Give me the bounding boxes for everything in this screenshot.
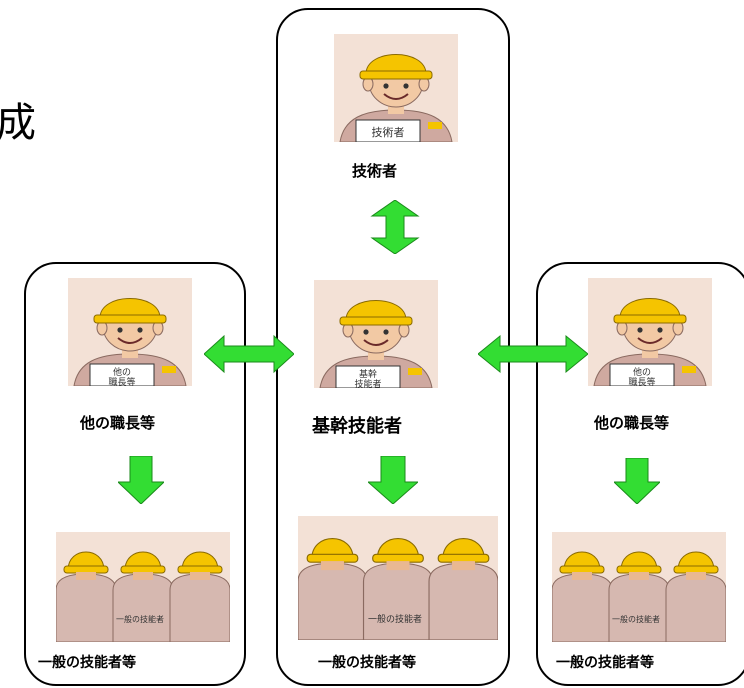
double-arrow-right (478, 334, 588, 374)
foreman-right-badge-line2: 職長等 (628, 378, 656, 388)
foreman-left-badge-line1: 他の (112, 368, 131, 378)
label-core-technician: 基幹技能者 (312, 416, 402, 437)
engineer-badge-text: 技術者 (371, 126, 405, 139)
label-general-left: 一般の技能者等 (38, 655, 136, 671)
foreman-left-figure: 他の 職長等 (68, 278, 192, 388)
general-workers-center: 一般の技能者 (298, 516, 498, 640)
down-arrow-right (614, 458, 660, 504)
engineer-figure: 技術者 (334, 34, 458, 142)
label-engineer: 技術者 (352, 162, 398, 180)
crowd-center-badge: 一般の技能者 (368, 615, 423, 625)
crowd-right-badge: 一般の技能者 (612, 615, 660, 624)
label-general-right: 一般の技能者等 (556, 655, 654, 671)
core-badge-line1: 基幹 (358, 370, 377, 380)
general-workers-left: 一般の技能者 (56, 532, 230, 642)
down-arrow-left (118, 456, 164, 504)
down-arrow-center (368, 456, 418, 504)
general-workers-right: 一般の技能者 (552, 532, 726, 642)
label-general-center: 一般の技能者等 (318, 655, 416, 671)
foreman-right-figure: 他の 職長等 (588, 278, 712, 388)
label-other-foreman-left: 他の職長等 (80, 414, 156, 432)
foreman-right-badge-line1: 他の (632, 368, 651, 378)
double-arrow-left (204, 334, 294, 374)
crowd-left-badge: 一般の技能者 (116, 615, 164, 624)
foreman-left-badge-line2: 職長等 (108, 378, 136, 388)
cropped-heading-fragment: 成 (0, 100, 36, 146)
label-other-foreman-right: 他の職長等 (594, 414, 670, 432)
core-badge-line2: 技能者 (354, 380, 382, 390)
double-arrow-vertical (370, 200, 420, 254)
core-technician-figure: 基幹 技能者 (314, 280, 438, 390)
